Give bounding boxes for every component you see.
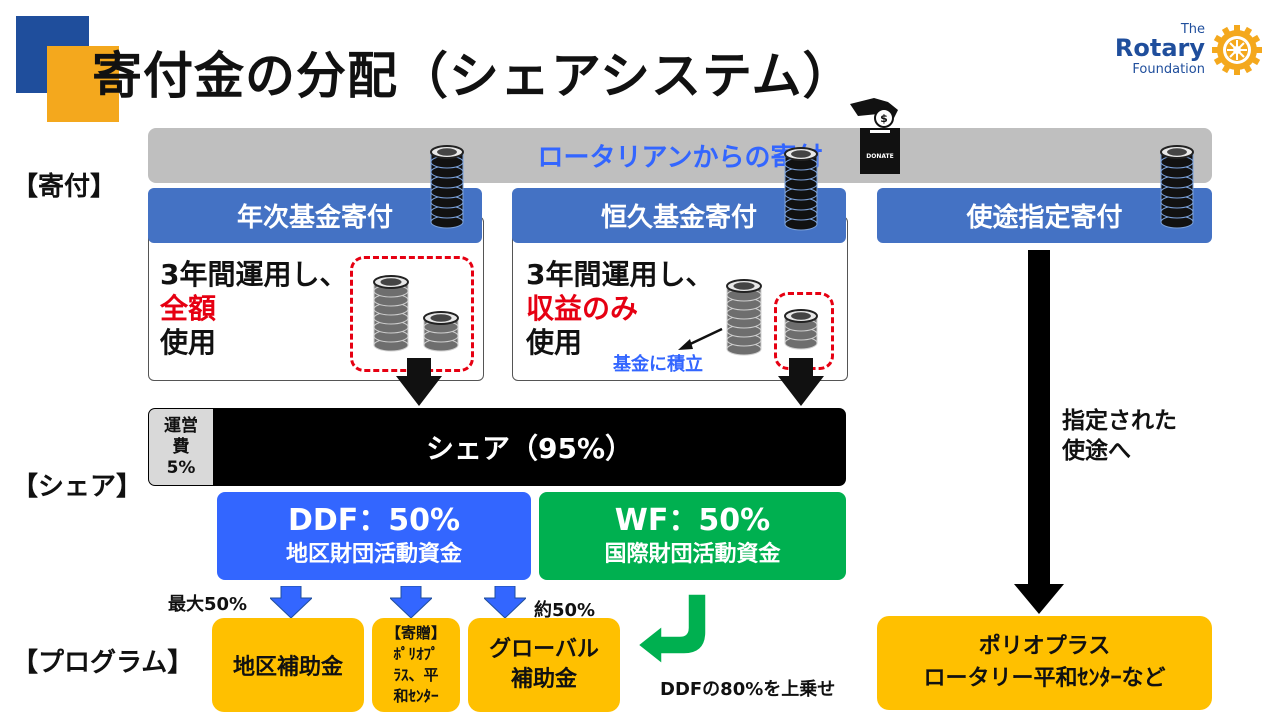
polio-line1: ポリオプラス [978, 634, 1111, 659]
ddf-box: DDF：50% 地区財団活動資金 [217, 492, 531, 580]
annual-line2: 全額 [160, 292, 217, 325]
arrow-to-district-icon [270, 586, 312, 618]
wf-line1: WF：50% [614, 503, 771, 538]
gift-line2: ﾎﾟﾘｵﾌﾟ [393, 645, 439, 663]
arrow-down-directed-icon [1014, 250, 1064, 614]
rotarian-donation-bar: ロータリアンからの寄付 [148, 128, 1212, 183]
note-max50: 最大50% [168, 594, 248, 615]
district-grant-text: 地区補助金 [232, 655, 343, 680]
arrow-to-global-icon [484, 586, 526, 618]
label-donation: 【寄付】 [12, 172, 117, 202]
wf-to-global-arrow-icon [636, 593, 707, 666]
directed-note-line1: 指定された [1062, 408, 1177, 434]
coin-stack-endowment-short [784, 309, 818, 350]
gift-line1: 【寄贈】 [385, 624, 446, 642]
share-main-text: シェア（95%） [425, 432, 634, 465]
annual-fund-head: 年次基金寄付 [148, 188, 482, 243]
coin-stack-endowment-tall [726, 279, 762, 356]
logo-rotary: Rotary [1114, 34, 1205, 62]
ops-line3: 5% [166, 457, 196, 478]
coin-stack-endowment [784, 147, 818, 231]
endowment-accumulate-note: 基金に積立 [613, 354, 703, 375]
corner-square-orange [47, 46, 119, 122]
polio-box: ポリオプラス ロータリー平和ｾﾝﾀｰなど [877, 616, 1212, 710]
global-line1: グローバル [489, 637, 599, 662]
directed-note: 指定された 使途へ [1062, 406, 1177, 466]
ddf-line2: 地区財団活動資金 [285, 542, 462, 567]
operating-cost-box: 運営 費 5% [149, 409, 213, 485]
label-share: 【シェア】 [12, 472, 143, 502]
gift-box: 【寄贈】 ﾎﾟﾘｵﾌﾟ ﾗｽ、平 和ｾﾝﾀｰ [372, 618, 460, 712]
annual-fund-head-text: 年次基金寄付 [236, 203, 393, 233]
logo-foundation: Foundation [1132, 62, 1205, 77]
note-ddf80: DDFの80%を上乗せ [660, 679, 836, 700]
ops-line1: 運営 [164, 415, 198, 436]
district-grant-box: 地区補助金 [212, 618, 364, 712]
coin-stack-annual-short [423, 311, 459, 352]
share-main: シェア（95%） [213, 408, 846, 486]
arrow-down-endowment-icon [778, 358, 824, 406]
label-program: 【プログラム】 [12, 648, 194, 678]
endowment-line2: 収益のみ [526, 292, 639, 325]
endowment-fund-head: 恒久基金寄付 [512, 188, 846, 243]
note-approx50: 約50% [534, 600, 596, 621]
annual-fund-description: 3年間運用し、 全額 使用 [160, 258, 347, 360]
global-line2: 補助金 [510, 667, 577, 692]
global-grant-box: グローバル 補助金 [468, 618, 620, 712]
polio-line2: ロータリー平和ｾﾝﾀｰなど [923, 666, 1166, 691]
rotarian-donation-text: ロータリアンからの寄付 [537, 143, 823, 173]
svg-text:$: $ [880, 112, 888, 125]
annual-fund-box [148, 216, 484, 381]
ops-line2: 費 [172, 436, 190, 457]
rotary-wheel-icon [1212, 25, 1262, 75]
endowment-line1: 3年間運用し、 [526, 258, 714, 291]
wf-line2: 国際財団活動資金 [604, 542, 781, 567]
coin-stack-directed [1160, 145, 1194, 229]
wf-box: WF：50% 国際財団活動資金 [539, 492, 846, 580]
annual-line3: 使用 [160, 326, 217, 359]
directed-gift-head: 使途指定寄付 [877, 188, 1212, 243]
directed-note-line2: 使途へ [1062, 438, 1131, 464]
accumulate-arrow-icon [678, 327, 723, 350]
coin-stack-annual [430, 145, 464, 229]
coin-stack-annual-tall [373, 275, 409, 352]
arrow-to-gift-icon [390, 586, 432, 618]
gift-line3: ﾗｽ、平 [393, 666, 439, 684]
endowment-line3: 使用 [526, 326, 583, 359]
directed-gift-head-text: 使途指定寄付 [966, 203, 1123, 233]
endowment-fund-box [512, 216, 848, 381]
logo-the: The [1180, 22, 1205, 37]
share-bar [148, 408, 846, 486]
ddf-line1: DDF：50% [287, 503, 461, 538]
rotary-logo: The Rotary Foundation [1108, 22, 1263, 80]
gift-line4: 和ｾﾝﾀｰ [393, 687, 439, 705]
endowment-fund-description: 3年間運用し、 収益のみ 使用 [526, 258, 713, 360]
donate-box-icon: $ DONATE [850, 98, 900, 174]
arrow-down-annual-icon [396, 358, 442, 406]
page-title: 寄付金の分配（シェアシステム） [92, 47, 854, 105]
donate-label: DONATE [866, 153, 893, 160]
annual-line1: 3年間運用し、 [160, 258, 348, 291]
endowment-fund-head-text: 恒久基金寄付 [600, 203, 757, 233]
